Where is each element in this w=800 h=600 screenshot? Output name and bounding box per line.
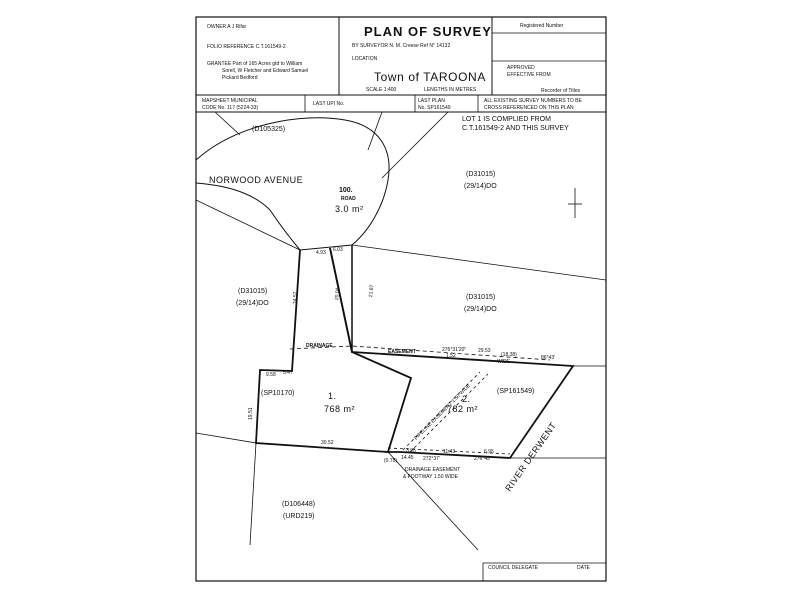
cross-ref-note-1: ALL EXISTING SURVEY NUMBERS TO BE [484,98,582,104]
dim-86-43: 86°43' [541,355,556,361]
last-plan-number: No. SP161549 [418,105,451,111]
registered-number-label: Registered Number [520,23,564,29]
folio-text: FOLIO REFERENCE C.T.161549-2 [207,44,286,50]
parcel-d31015-right: (D31015) [466,294,496,301]
approved-label: APPROVED [507,65,535,71]
cross-ref-note-2: CROSS REFERENCED ON THIS PLAN [484,105,574,111]
surveyor-text: BY SURVEYOR N. M. Creese Ref N° 14132 [352,43,451,49]
owner-text: OWNER A J Rifar [207,24,247,30]
boundary-lower-left [195,432,257,444]
road-boundary-lower [195,199,301,251]
dim-5-47: 5.47 [283,370,293,376]
lot-2-area: 782 m² [447,404,479,414]
boundary-top-left [214,111,241,136]
plan-title: PLAN OF SURVEY [364,24,492,39]
location-label: LOCATION [352,56,378,62]
easement-label: EASEMENT [388,349,416,355]
dim-18-38: (18.38) [501,352,517,358]
mapsheet-line-1: MAPSHEET MUNICIPAL [202,98,258,104]
lot-1-boundary [255,247,413,453]
pipeline-easement-line-a [402,371,481,451]
parcel-urd219: (URD219) [283,513,315,520]
boundary-top-right [381,111,449,179]
mapsheet-line-2: CODE No. 117 (5224-33) [202,105,259,111]
dim-1-52: 1.52 [446,353,456,359]
pipeline-easement-line-b [409,373,489,453]
dim-3-95: 3.95 [406,448,416,454]
dim-4-93: 4.93 [316,250,326,256]
drainage-label: DRAINAGE [306,343,333,349]
grantee-line-3: Pickard Bedford [222,75,258,81]
road-word: ROAD [341,196,356,202]
parcel-d31015-right-sub: (29/14)DO [464,306,497,313]
dim-19-51: 19.51 [248,407,254,420]
recorder-label: Recorder of Titles [541,88,581,94]
footway-label-2: & FOOTWAY 1.50 WIDE [403,474,458,480]
sheet-border [195,16,607,582]
dim-29-53: 29.53 [478,348,491,354]
grantee-line-2: Sorell, W Fletcher and Edward Samuel [222,68,309,74]
footway-label-1: DRAINAGE EASEMENT [405,467,461,473]
date-label: DATE [577,565,590,571]
council-delegate-label: COUNCIL DELEGATE [488,565,539,571]
norwood-avenue-label: NORWOOD AVENUE [209,175,304,185]
last-plan-label: LAST PLAN [418,98,445,104]
parcel-d31015-left-sub: (29/14)DO [236,300,269,307]
dim-6-95: 6.95 [484,449,494,455]
dim-0-75: (0.75) [384,458,398,464]
parcel-d31015-left: (D31015) [238,288,268,295]
dim-bearing-top: 276°31'20" [442,347,467,353]
scale-text: SCALE 1:400 [366,87,397,93]
lot-note-1: LOT 1 IS COMPLIED FROM [462,116,551,123]
road-cul-de-sac [195,117,390,251]
boundary-lower-vertical [249,442,257,546]
dim-11-43: 11.43 [443,449,456,455]
parcel-d31015-top-sub: (29/14)DO [464,183,497,190]
dim-wide: WIDE [497,359,511,365]
dim-bearing-bottom: 272°37' [423,456,440,462]
lot-1-number: 1. [328,391,337,401]
parcel-sp161549: (SP161549) [497,388,535,395]
dim-6-03: 6.03 [333,247,343,253]
location-text: Town of TAROONA [374,70,486,84]
dim-30-52: 30.52 [321,440,334,446]
lot-note-2: C.T.161549-2 AND THIS SURVEY [462,125,569,132]
road-number: 100. [339,187,353,194]
grantee-line-1: GRANTEE Part of 165 Acres gtd to William [207,61,303,67]
lot-2-boundary [329,247,575,459]
parcel-sp10170: (SP10170) [261,390,295,397]
parcel-d106448: (D106448) [282,501,316,508]
dim-24-57: 24.57 [293,291,299,304]
dim-14-45: 14.45 [401,455,414,461]
effective-from-label: EFFECTIVE FROM [507,72,551,78]
parcel-d31015-top: (D31015) [466,171,496,178]
lot-1-area: 768 m² [324,404,356,414]
last-upi-label: LAST UPI No. [313,101,345,107]
road-area: 3.0 m² [335,204,364,214]
boundary-lower-diagonal [387,451,479,551]
parcel-d105325: (D105325) [252,126,286,133]
dim-276-45: 276°45' [474,456,491,462]
boundary-right-upper [351,244,607,281]
footway-easement-line [387,447,511,455]
lengths-text: LENGTHS IN METRES [424,87,477,93]
boundary-top-mid [367,111,383,151]
dim-9-58: 9.58 [266,372,276,378]
lot-2-number: 2. [462,394,471,404]
